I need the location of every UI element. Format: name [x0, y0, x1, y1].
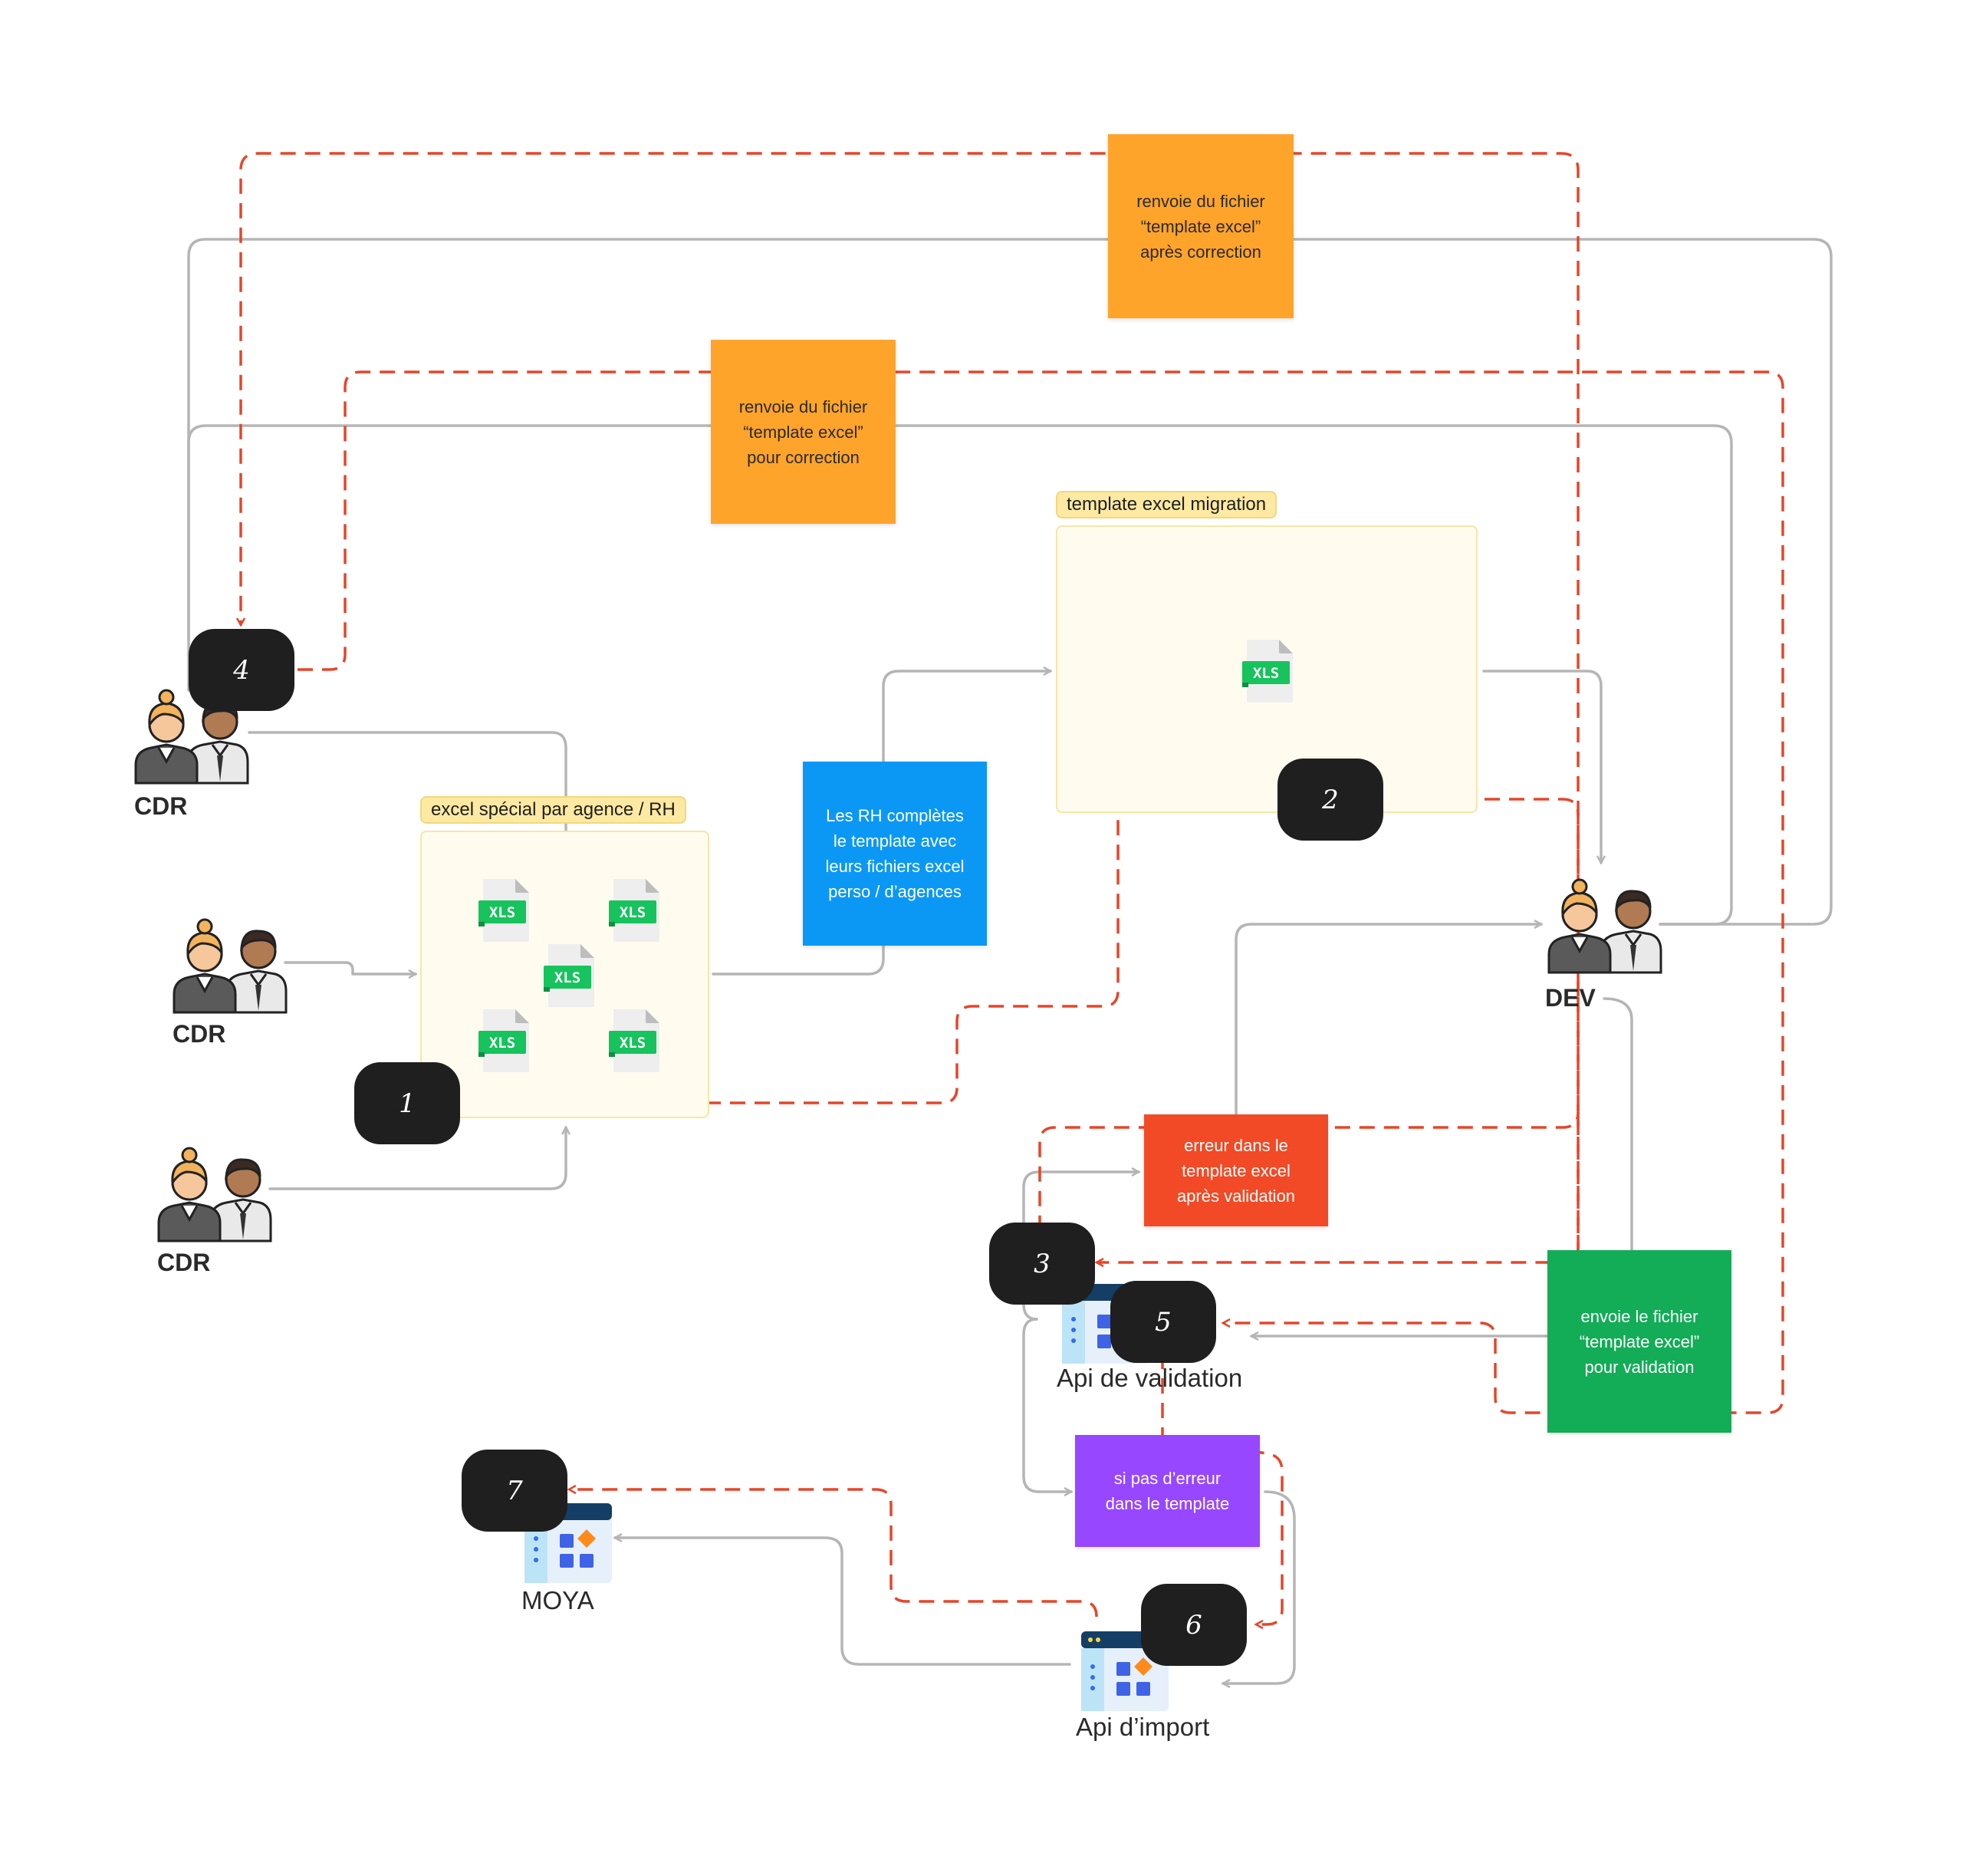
- sticky-send-for-validation-text: envoie le fichier “template excel” pour …: [1579, 1306, 1700, 1377]
- connector-cdr-top: [248, 731, 567, 834]
- svg-text:XLS: XLS: [620, 904, 646, 921]
- connector-error-dev: [1235, 924, 1541, 1115]
- connector-agency-rh: [712, 942, 885, 976]
- sticky-resend-for-correction[interactable]: renvoie du fichier “template excel” pour…: [711, 340, 896, 524]
- step-badge-1[interactable]: 1: [354, 1062, 460, 1144]
- sticky-rh-complete[interactable]: Les RH complètes le template avec leurs …: [803, 762, 987, 946]
- dashed-flow-correction: [298, 370, 1784, 1414]
- cdr-top-label: CDR: [134, 792, 188, 820]
- connector-cdr-mid: [284, 961, 416, 974]
- sticky-error-template-text: erreur dans le template excel après vali…: [1176, 1135, 1296, 1206]
- cdr-bottom-label: CDR: [157, 1249, 211, 1276]
- sticky-error-template[interactable]: erreur dans le template excel après vali…: [1144, 1114, 1328, 1226]
- connector-dev-green: [1603, 997, 1633, 1252]
- dev-label: DEV: [1545, 984, 1596, 1012]
- connector-cdr-bottom: [268, 1127, 566, 1190]
- sticky-resend-after-correction[interactable]: renvoie du fichier “template excel” aprè…: [1108, 134, 1294, 318]
- sticky-rh-complete-text: Les RH complètes le template avec leurs …: [825, 806, 965, 901]
- svg-text:XLS: XLS: [554, 969, 580, 986]
- step-badge-2[interactable]: 2: [1277, 759, 1383, 841]
- step-badge-3[interactable]: 3: [989, 1223, 1095, 1305]
- svg-text:XLS: XLS: [1253, 665, 1279, 682]
- step-badge-7[interactable]: 7: [462, 1450, 567, 1532]
- connector-rh-template: [882, 671, 1051, 763]
- api-validation-label: Api de validation: [1057, 1364, 1243, 1392]
- connector-import-moya: [615, 1538, 1071, 1666]
- moya-label: MOYA: [521, 1586, 594, 1614]
- template-group-label: template excel migration: [1056, 491, 1277, 518]
- step-badge-6[interactable]: 6: [1141, 1584, 1247, 1666]
- sticky-resend-after-correction-text: renvoie du fichier “template excel” aprè…: [1136, 191, 1265, 262]
- sticky-no-error-text: si pas d’erreur dans le template: [1105, 1469, 1230, 1513]
- connector-api-error: [1022, 1172, 1139, 1321]
- connector-api-no-error: [1022, 1318, 1071, 1492]
- dashed-flow-5-6: [1161, 1354, 1284, 1624]
- step-badge-5[interactable]: 5: [1110, 1281, 1216, 1363]
- connector-template-dev: [1482, 670, 1601, 863]
- connector-dev-inner-loop: [187, 424, 1733, 926]
- dashed-flow-2-3: [1038, 798, 1580, 1223]
- agency-group-label: excel spécial par agence / RH: [420, 796, 686, 824]
- svg-text:XLS: XLS: [489, 1035, 515, 1052]
- svg-text:XLS: XLS: [489, 904, 515, 921]
- dashed-flow-4: [241, 152, 1580, 1258]
- svg-text:XLS: XLS: [620, 1035, 646, 1052]
- sticky-send-for-validation[interactable]: envoie le fichier “template excel” pour …: [1547, 1250, 1731, 1433]
- dashed-flow-6-7: [569, 1489, 1098, 1618]
- sticky-no-error[interactable]: si pas d’erreur dans le template: [1075, 1435, 1260, 1547]
- cdr-mid-label: CDR: [173, 1020, 226, 1048]
- connector-dev-outer-loop: [187, 238, 1833, 926]
- connector-no-error-import: [1223, 1490, 1296, 1683]
- step-badge-4[interactable]: 4: [189, 629, 294, 711]
- sticky-resend-for-correction-text: renvoie du fichier “template excel” pour…: [738, 397, 868, 467]
- api-import-label: Api d’import: [1076, 1713, 1210, 1741]
